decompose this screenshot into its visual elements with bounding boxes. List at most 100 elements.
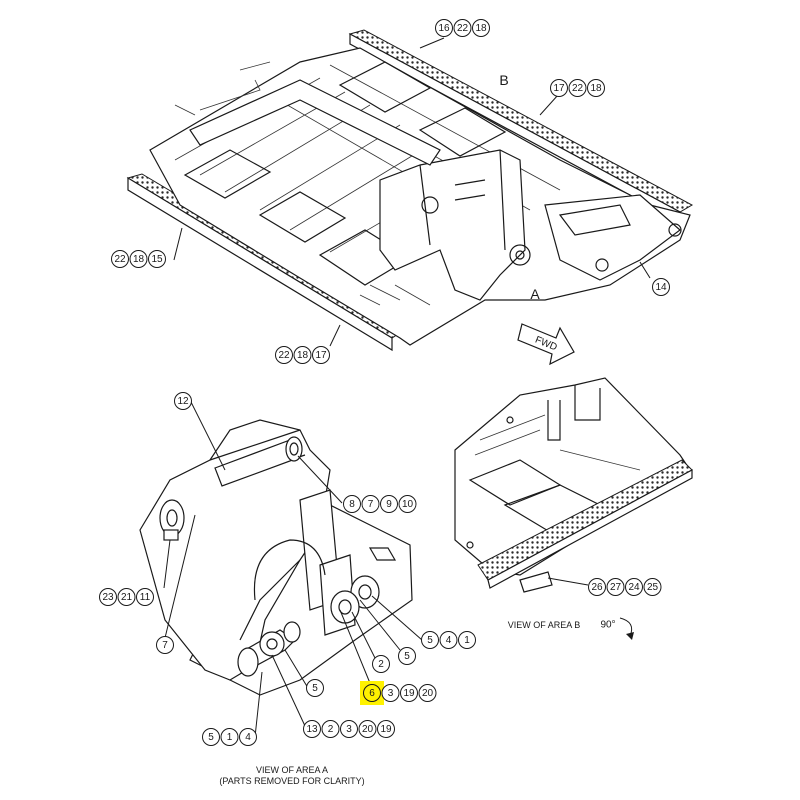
callout-number: 19 (380, 724, 392, 735)
callout-number: 18 (475, 23, 487, 34)
callout-bubble (435, 19, 453, 37)
view-a-caption-2: (PARTS REMOVED FOR CLARITY) (219, 776, 364, 786)
callout-lower-single-5: 5 (306, 679, 324, 697)
callout-bubble (363, 684, 381, 702)
rear-bracket (544, 194, 681, 281)
callout-number: 5 (312, 683, 318, 694)
callout-number: 6 (369, 688, 375, 699)
callout-number: 4 (245, 732, 251, 743)
callout-bubble (275, 346, 293, 364)
view-b-rotation: 90° (600, 620, 615, 631)
frame-arm (189, 79, 441, 166)
callout-bubble (398, 647, 416, 665)
callout-number: 13 (306, 724, 318, 735)
callout-bubble (156, 636, 174, 654)
callout-number: 7 (368, 499, 374, 510)
callout-bubble (148, 250, 166, 268)
callout-bubble (372, 655, 390, 673)
callout-number: 5 (427, 635, 433, 646)
callout-bubble (293, 346, 312, 364)
callout-walkway-front: 22 18 17 (275, 346, 330, 364)
callout-bubble (381, 684, 400, 702)
callout-bubble (400, 684, 418, 702)
callout-number: 8 (349, 499, 355, 510)
callout-bubble (111, 250, 129, 268)
callout-number: 5 (404, 651, 410, 662)
callout-number: 22 (457, 23, 469, 34)
top-leaders (173, 37, 651, 347)
area-a-view (139, 419, 413, 696)
callout-bubble (418, 684, 437, 702)
callout-bubble (550, 79, 568, 97)
callout-bubble (321, 720, 340, 738)
callout-number: 11 (140, 592, 151, 603)
callout-number: 2 (378, 659, 384, 670)
callout-bubble (202, 728, 220, 746)
rotation-arrowhead (626, 632, 634, 640)
callout-bubble (643, 578, 662, 596)
callout-number: 22 (572, 83, 584, 94)
callout-highlight-group: 6 3 19 20 (360, 681, 437, 705)
callout-number: 18 (297, 350, 309, 361)
callout-bubble (117, 588, 136, 606)
area-label-b: B (499, 72, 508, 88)
callout-bubble (377, 720, 395, 738)
callout-bubble (358, 720, 377, 738)
callout-top-walkway-right: 16 22 18 (435, 19, 490, 37)
callout-number: 25 (647, 582, 659, 593)
callout-number: 20 (422, 688, 434, 699)
callout-number: 22 (278, 350, 290, 361)
callout-number: 26 (591, 582, 603, 593)
callout-number: 18 (133, 254, 145, 265)
callout-number: 24 (628, 582, 640, 593)
callout-bubble (343, 495, 361, 513)
callout-bubble (587, 79, 605, 97)
callout-number: 17 (315, 350, 327, 361)
callout-bubble (453, 19, 472, 37)
callout-bubble (568, 79, 587, 97)
callout-number: 9 (386, 499, 392, 510)
callout-bubble (303, 720, 321, 738)
callout-number: 27 (610, 582, 622, 593)
area-b-view (454, 377, 693, 593)
center-tower (379, 149, 526, 301)
callout-upper-group: 8 7 9 10 (343, 495, 417, 513)
callout-number: 19 (403, 688, 415, 699)
callout-number: 14 (655, 282, 667, 293)
callout-left-single: 7 (156, 636, 174, 654)
callout-bubble (220, 728, 239, 746)
callout-bubble (312, 346, 330, 364)
main-frame-view (126, 29, 694, 352)
callout-number: 16 (438, 23, 450, 34)
callout-bubble (380, 495, 398, 513)
area-label-a: A (530, 286, 540, 302)
callout-right-single-2: 2 (372, 655, 390, 673)
callout-number: 3 (346, 724, 352, 735)
callout-number: 3 (388, 688, 394, 699)
callout-bubble (99, 588, 117, 606)
callout-right-single-5: 5 (398, 647, 416, 665)
walkway-left-edge (127, 176, 393, 352)
callout-bubble (361, 495, 380, 513)
callout-bubble (458, 631, 476, 649)
callout-pin-upper: 12 (174, 392, 192, 410)
callout-number: 5 (208, 732, 214, 743)
callout-number: 2 (328, 724, 334, 735)
callout-number: 20 (362, 724, 374, 735)
callout-bubble (588, 578, 606, 596)
callout-number: 12 (177, 396, 189, 407)
upper-pin (214, 436, 303, 487)
callout-bubble (439, 631, 458, 649)
view-a-caption-1: VIEW OF AREA A (256, 765, 328, 775)
callout-bubble (421, 631, 439, 649)
callout-number: 15 (151, 254, 163, 265)
callout-bubble (306, 679, 324, 697)
callout-bubble (174, 392, 192, 410)
callout-number: 10 (402, 499, 414, 510)
